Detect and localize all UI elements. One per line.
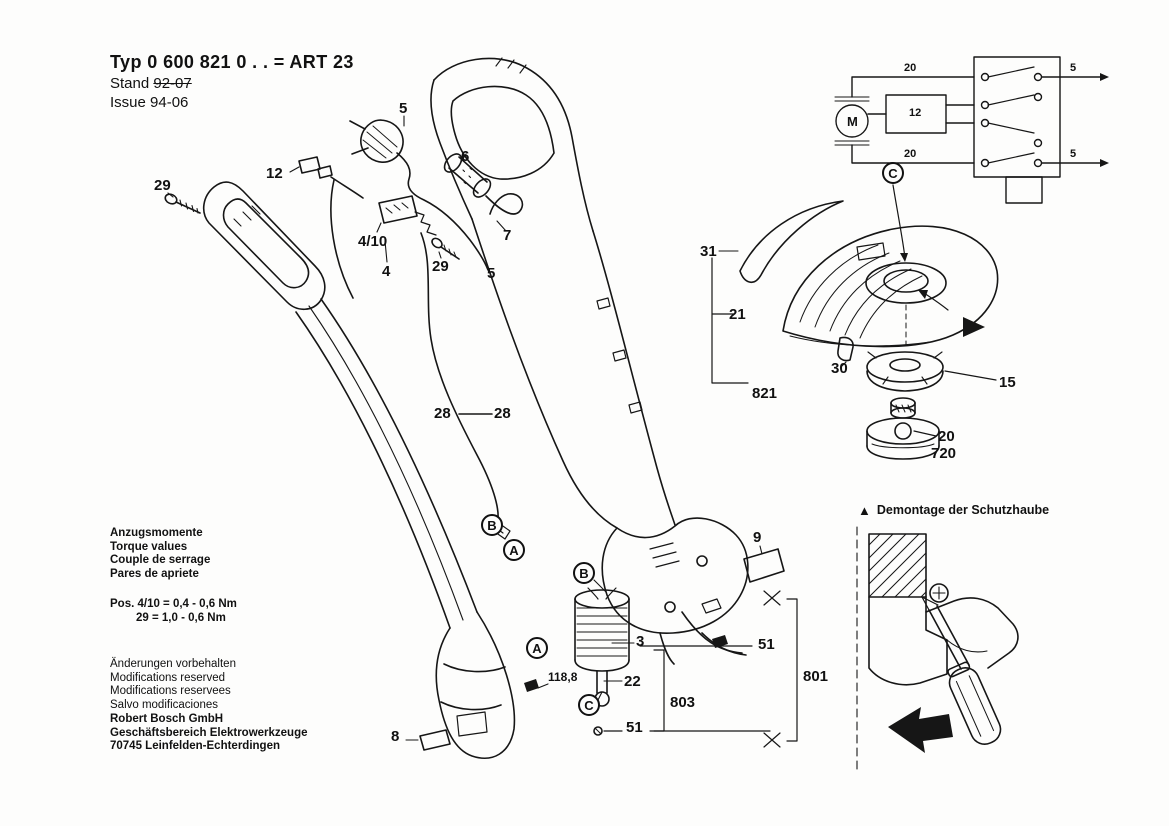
callout-31: 31 bbox=[700, 243, 717, 260]
deflector-9-art bbox=[743, 545, 785, 583]
main-housing-art bbox=[430, 57, 749, 665]
label-plate-8-art bbox=[405, 729, 451, 751]
company-division: Geschäftsbereich Elektrowerkzeuge bbox=[110, 726, 308, 739]
issue-row: Issue 94-06 bbox=[110, 94, 354, 111]
clip-30-art bbox=[837, 336, 854, 367]
company-city: 70745 Leinfelden-Echterdingen bbox=[110, 740, 280, 752]
torque-line-en: Torque values bbox=[110, 540, 188, 553]
note-line-es: Salvo modificaciones bbox=[110, 698, 219, 711]
callout-5-cord: 5 bbox=[487, 265, 496, 282]
callout-5-plug: 5 bbox=[399, 100, 408, 117]
circuit-motor-label: M bbox=[847, 114, 858, 129]
callout-28-right: 28 bbox=[494, 405, 511, 422]
note-line-de: Änderungen vorbehalten bbox=[110, 658, 236, 670]
note-line-fr: Modifications reservees bbox=[110, 685, 231, 697]
ref-circle-c-motor: C bbox=[578, 694, 600, 716]
spool-holder-15-art bbox=[866, 351, 997, 392]
bearing-art bbox=[890, 397, 916, 419]
blade-31-art bbox=[718, 200, 844, 283]
circuit-wire-5-bottom: 5 bbox=[1070, 148, 1077, 160]
callout-30: 30 bbox=[831, 360, 848, 377]
ref-circle-b-motor: B bbox=[573, 562, 595, 584]
torque-block: Anzugsmomente Torque values Couple de se… bbox=[110, 527, 237, 625]
bracket-lines-art bbox=[593, 590, 798, 748]
type-title: Typ 0 600 821 0 . . = ART 23 bbox=[110, 52, 354, 72]
screw-29b-art bbox=[431, 237, 460, 260]
spool-20-art bbox=[866, 417, 940, 460]
callout-4: 4 bbox=[382, 263, 391, 280]
guard-axis-art bbox=[892, 184, 908, 346]
callout-9: 9 bbox=[753, 529, 762, 546]
company-block: Robert Bosch GmbH Geschäftsbereich Elekt… bbox=[110, 713, 308, 754]
callout-51-top: 51 bbox=[758, 636, 775, 653]
issue-value: 94-06 bbox=[150, 94, 189, 111]
motor-3-art bbox=[524, 579, 635, 707]
stand-label: Stand bbox=[110, 75, 150, 92]
issue-label: Issue bbox=[110, 94, 146, 111]
callout-15: 15 bbox=[999, 374, 1016, 391]
callout-801: 801 bbox=[803, 668, 829, 685]
legend-row: ▲ Demontage der Schutzhaube bbox=[858, 503, 1049, 517]
switch-4-art bbox=[376, 195, 437, 263]
callout-12: 12 bbox=[266, 165, 283, 182]
stand-row: Stand 92-07 bbox=[110, 75, 354, 92]
circuit-module-label: 12 bbox=[909, 107, 922, 119]
sleeve-6-art bbox=[443, 153, 492, 198]
cable-28-art bbox=[420, 232, 511, 540]
guard-21-art bbox=[711, 225, 999, 384]
ref-circle-a-upper: A bbox=[503, 539, 525, 561]
notes-block: Änderungen vorbehalten Modifications res… bbox=[110, 658, 236, 712]
torque-line-es: Pares de apriete bbox=[110, 567, 199, 580]
connector-12-art bbox=[289, 156, 364, 299]
callout-29-top: 29 bbox=[154, 177, 171, 194]
power-plug-art bbox=[349, 115, 489, 271]
callout-20: 20 bbox=[938, 428, 955, 445]
callout-21: 21 bbox=[729, 306, 746, 323]
callout-4-10: 4/10 bbox=[358, 233, 388, 250]
circuit-wire-5-top: 5 bbox=[1070, 62, 1077, 74]
callout-6: 6 bbox=[461, 148, 470, 165]
ref-circle-c-right: C bbox=[882, 162, 904, 184]
callout-8: 8 bbox=[391, 728, 400, 745]
torque-pos1: Pos. 4/10 = 0,4 - 0,6 Nm bbox=[110, 598, 237, 610]
cable-7-art bbox=[485, 193, 524, 232]
callout-51-bottom: 51 bbox=[626, 719, 643, 736]
screw-29-art bbox=[164, 192, 201, 214]
callout-720: 720 bbox=[931, 445, 957, 462]
stand-value: 92-07 bbox=[153, 75, 192, 92]
callout-7: 7 bbox=[503, 227, 512, 244]
callout-803: 803 bbox=[670, 694, 696, 711]
ref-circle-a-motor: A bbox=[526, 637, 548, 659]
note-line-en: Modifications reserved bbox=[110, 671, 226, 684]
callout-821: 821 bbox=[752, 385, 778, 402]
torque-pos2: 29 = 1,0 - 0,6 Nm bbox=[136, 611, 226, 624]
callout-28-left: 28 bbox=[434, 405, 451, 422]
company-name: Robert Bosch GmbH bbox=[110, 713, 224, 725]
torque-line-de: Anzugsmomente bbox=[110, 527, 203, 539]
callout-22: 22 bbox=[624, 673, 641, 690]
header: Typ 0 600 821 0 . . = ART 23 Stand 92-07… bbox=[110, 52, 354, 111]
ref-circle-b-upper: B bbox=[481, 514, 503, 536]
callout-3: 3 bbox=[636, 633, 645, 650]
circuit-art bbox=[834, 56, 1109, 204]
torque-line-fr: Couple de serrage bbox=[110, 554, 211, 566]
warning-triangle-icon: ▲ bbox=[858, 502, 871, 518]
callout-118-8: 118,8 bbox=[548, 670, 578, 684]
demontage-art bbox=[856, 526, 1019, 775]
circuit-wire-20-top: 20 bbox=[904, 62, 917, 74]
callout-29-mid: 29 bbox=[432, 258, 449, 275]
circuit-wire-20-bottom: 20 bbox=[904, 148, 917, 160]
legend-demontage-label: Demontage der Schutzhaube bbox=[876, 503, 1050, 517]
rear-housing-art bbox=[202, 181, 516, 759]
